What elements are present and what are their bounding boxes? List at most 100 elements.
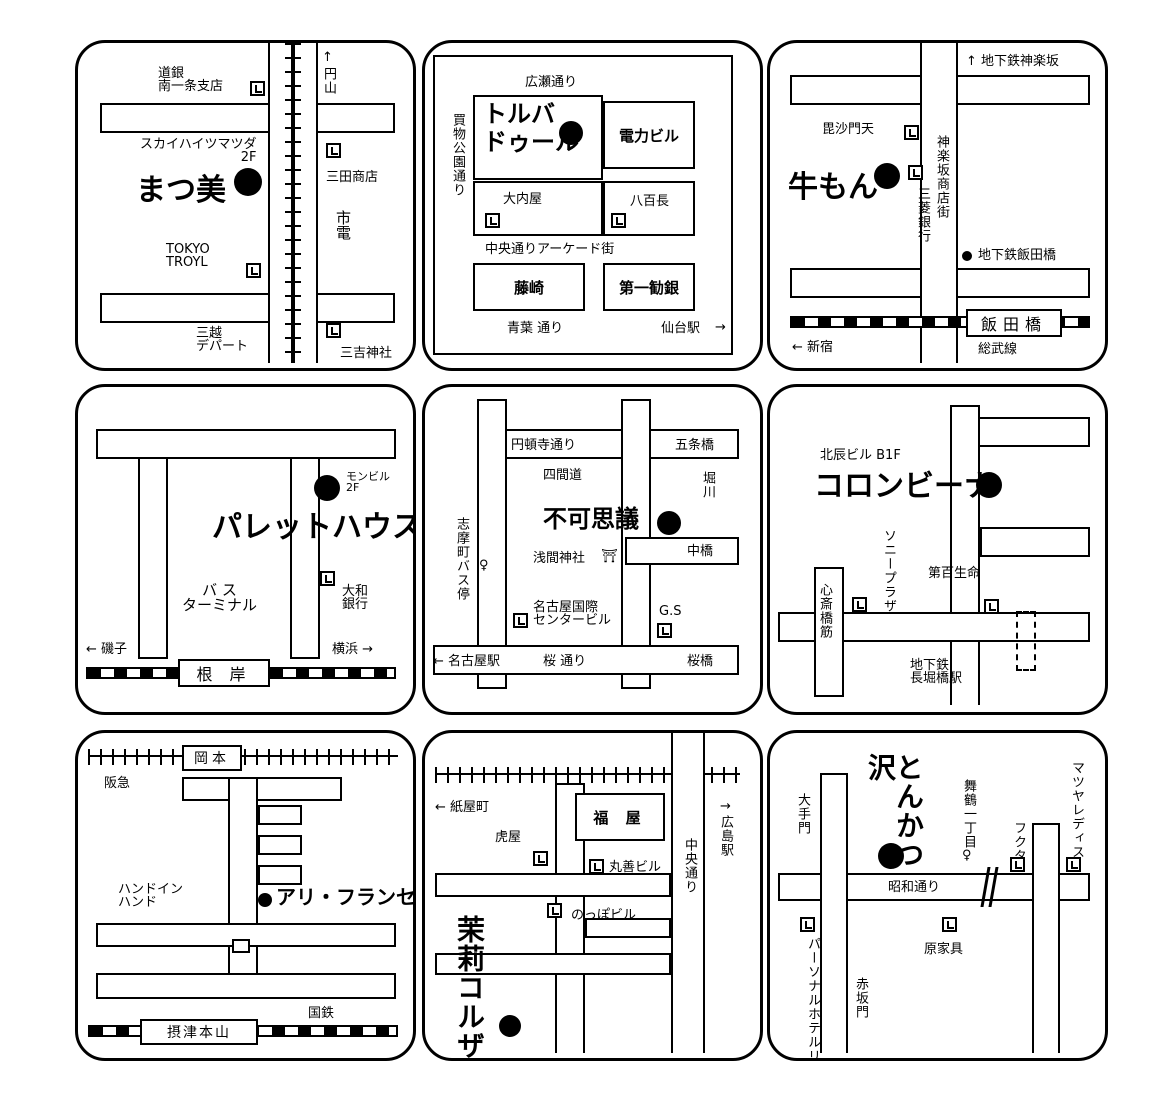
hand-building	[232, 939, 250, 953]
street	[435, 873, 671, 897]
label-kamiyacho: ← 紙屋町	[435, 800, 490, 815]
street	[100, 103, 395, 133]
label-bishamon: 毘沙門天	[822, 122, 875, 137]
label-building: モンビル 2F	[346, 470, 390, 494]
label-chuo: 中央通り	[682, 838, 697, 894]
label-north: ↑	[322, 50, 333, 65]
troyl-icon	[246, 263, 261, 278]
map-card-palette-house: 根 岸 モンビル 2F パレットハウス 大和 銀行 バ ス ターミナル ← 磯子…	[75, 384, 416, 715]
block-fukuya: 福 屋	[575, 793, 665, 841]
shop-name: まつ美	[136, 173, 226, 208]
label-line: 総武線	[978, 342, 1018, 357]
block-bank: 第一勧銀	[603, 263, 695, 311]
map-card-colombina: 北辰ビル B1F コロンビーナ ソニープラザ 第百生命 心斎橋筋 地下鉄 長堀橋…	[767, 384, 1108, 715]
street	[433, 645, 739, 675]
label-center: 名古屋国際 センタービル	[533, 600, 612, 628]
street	[477, 429, 739, 459]
gs-icon	[657, 623, 672, 638]
label-fukuta: フクタ	[1011, 821, 1026, 863]
label-shopping: 神楽坂商店街	[934, 135, 949, 219]
block-fujisaki: 藤崎	[473, 263, 585, 311]
shop-marker	[878, 843, 904, 869]
shrine-gate-icon: ⛩	[601, 549, 618, 564]
sony-icon	[852, 597, 867, 612]
map-card-fukashigi: 円頓寺通り 五条橋 四間道 堀川 不可思議 中橋 浅間神社 ⛩ 志摩町バス停 ♀…	[422, 384, 763, 715]
label-entonji: 円頓寺通り	[511, 438, 577, 453]
label-arcade: 中央通りアーケード街	[485, 242, 615, 257]
station-settsu: 摂津本山	[140, 1019, 258, 1045]
label-troyl: TOKYO TROYL	[166, 242, 210, 270]
label-shrine: 浅間神社	[533, 551, 586, 566]
street	[950, 405, 980, 705]
label-akasaka: 赤坂門	[853, 977, 868, 1019]
label-maizuru: 舞鶴一丁目	[961, 779, 976, 849]
label-subway-kagurazaka: ↑ 地下鉄神楽坂	[966, 54, 1060, 69]
label-hankyu: 阪急	[104, 776, 131, 791]
toraya-icon	[533, 851, 548, 866]
label-hiroshima: →広島駅	[718, 799, 733, 857]
street	[814, 567, 844, 697]
arrow-right-icon: →	[715, 320, 726, 335]
shop-marker	[258, 893, 272, 907]
street	[100, 293, 395, 323]
label-sakura: 桜 通り	[543, 654, 587, 669]
label-subway: 地下鉄 長堀橋駅	[910, 658, 963, 686]
kagu-icon	[942, 917, 957, 932]
street	[182, 777, 342, 801]
label-shinsai: 心斎橋筋	[817, 583, 832, 639]
label-yokohama: 横浜 →	[332, 642, 374, 657]
map-card-marie-colza: 福 屋 ← 紙屋町 →広島駅 虎屋 丸善ビル のっぽビル 中央通り 茉莉コルザ	[422, 730, 763, 1061]
label-showa: 昭和通り	[888, 880, 941, 895]
label-sony: ソニープラザ	[881, 529, 896, 613]
bishamon-icon	[904, 125, 919, 140]
street	[228, 777, 258, 997]
label-bank: 三菱銀行	[915, 187, 930, 243]
label-ouchiya: 大内屋	[503, 192, 543, 207]
subway-marker	[962, 251, 972, 261]
street	[820, 773, 848, 1053]
street	[1032, 823, 1060, 1053]
label-shikendo: 四間道	[543, 468, 583, 483]
subway-station-box	[1016, 611, 1036, 671]
label-bank: 道銀 南一条支店	[158, 66, 224, 94]
map-card-gyumon: 飯田橋 ↑ 地下鉄神楽坂 毘沙門天 牛もん 神楽坂商店街 三菱銀行 地下鉄飯田橋…	[767, 40, 1108, 371]
shop-marker	[499, 1015, 521, 1037]
label-toraya: 虎屋	[495, 830, 522, 845]
label-hirose: 広瀬通り	[525, 75, 578, 90]
label-maruzen: 丸善ビル	[609, 860, 662, 875]
label-kokutetsu: 国鉄	[308, 1006, 335, 1021]
label-gs: G.S	[659, 604, 682, 619]
rail-hankyu	[88, 749, 398, 771]
bus-stop-icon: ♀	[962, 848, 972, 863]
map-card-tonkatsu-sawa: 大手門 とんかつ 沢 舞鶴一丁目 ♀ フクタ マツヤレディス 昭和通り パーソナ…	[767, 730, 1108, 1061]
street	[96, 429, 396, 459]
street	[96, 973, 396, 999]
station-okamoto: 岡本	[182, 745, 242, 771]
label-shinjuku: ← 新宿	[792, 340, 834, 355]
store-icon	[326, 143, 341, 158]
label-isogo: ← 磯子	[86, 642, 128, 657]
label-hotel: パーソナルホテルリュウ	[805, 937, 820, 1061]
fukuta-icon	[1010, 857, 1025, 872]
street	[138, 459, 168, 659]
shop-name: アリ・フランセ	[276, 885, 416, 909]
shop-name: 不可思議	[543, 505, 639, 533]
shop-name: 牛もん	[788, 170, 878, 205]
label-horikawa: 堀川	[700, 471, 715, 499]
shop-name: パレットハウス	[212, 510, 416, 545]
hachihyaku-icon	[611, 213, 626, 228]
shop-marker	[234, 168, 262, 196]
shop-name: 茉莉コルザ	[453, 915, 486, 1060]
street	[435, 953, 671, 975]
shop-marker	[657, 511, 681, 535]
label-station: 仙台駅	[661, 321, 701, 336]
tram-line	[285, 43, 301, 363]
label-hand: ハンドイン ハンド	[118, 882, 184, 910]
street	[258, 865, 302, 885]
label-shrine: 三吉神社	[340, 346, 393, 361]
label-gojo: 五条橋	[675, 438, 715, 453]
label-bank: 大和 銀行	[342, 584, 369, 612]
station-negishi: 根 岸	[178, 659, 270, 687]
block-denryoku: 電力ビル	[603, 101, 695, 169]
street	[625, 537, 739, 565]
